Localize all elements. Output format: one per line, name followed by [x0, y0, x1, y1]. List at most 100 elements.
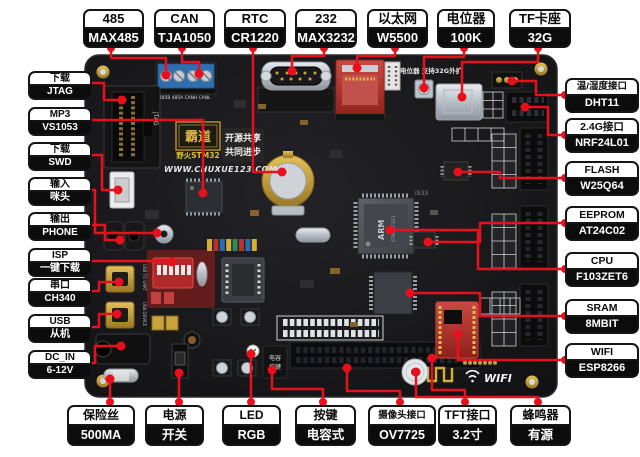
- callout-wifi-value: ESP8266: [567, 361, 637, 376]
- right-header-blocks: [519, 127, 549, 347]
- callout-buzzer: 蜂鸣器有源: [510, 405, 571, 446]
- wifi-silkscreen: WIFI: [484, 372, 512, 385]
- touch-key-silkscreen-2: 按键: [269, 363, 281, 371]
- callout-dc-in-title: DC_IN: [30, 352, 90, 365]
- callout-485-title: 485: [85, 11, 142, 29]
- capacitors: [151, 315, 179, 331]
- callout-232-value: MAX3232: [297, 29, 355, 46]
- sram-chip: [369, 271, 417, 315]
- power-switch: [171, 343, 189, 379]
- screw-terminal-485-can: 485B 485A CANH CANL: [155, 61, 217, 101]
- callout-buzzer-value: 有源: [512, 426, 569, 444]
- callout-isp-title: ISP: [30, 250, 90, 263]
- callout-jtag-title: 下载: [30, 73, 90, 86]
- jtag-connector: JTAG: [103, 85, 161, 169]
- callout-sram-value: 8MBIT: [567, 317, 637, 332]
- terminal-pin-silkscreen: 485B 485A CANH CANL: [159, 95, 211, 101]
- callout-nrf24l01-value: NRF24L01: [567, 136, 637, 151]
- callout-usb-value: 从机: [30, 329, 90, 341]
- callout-eeprom-value: AT24C02: [567, 224, 637, 239]
- callout-phone-out-title: 输出: [30, 214, 90, 227]
- rgb-led: [246, 344, 260, 358]
- callout-dht11-title: 温/湿度接口: [567, 80, 637, 96]
- callout-tf-card-title: TF卡座: [511, 11, 569, 29]
- callout-mic-in-value: 咪头: [30, 192, 90, 204]
- callout-potentiometer-value: 100K: [439, 29, 493, 46]
- callout-power-value: 开关: [147, 426, 202, 444]
- callout-mic-in-title: 输入: [30, 179, 90, 192]
- brand-series-text: 野火STM32: [176, 151, 219, 160]
- cpu-marking-1: ARM: [377, 220, 386, 240]
- rj45-ethernet-jack: [335, 59, 385, 120]
- usb-uart-silkscreen: USB TO UART: [142, 264, 147, 291]
- callout-power: 电源开关: [145, 405, 204, 446]
- usb-device-silkscreen: USB DEVICE: [142, 302, 147, 327]
- callout-uart-title: 串口: [30, 280, 90, 293]
- callout-cpu-title: CPU: [567, 254, 637, 270]
- callout-fuse-value: 500MA: [69, 426, 133, 444]
- dip-socket: [384, 61, 401, 91]
- callout-phone-out-value: PHONE: [30, 227, 90, 239]
- inductor: [183, 331, 201, 349]
- jumper-caps: [207, 239, 257, 251]
- callout-ethernet-value: W5500: [369, 29, 426, 46]
- callout-wifi-title: WIFI: [567, 345, 637, 361]
- callout-mp3-value: VS1053: [30, 122, 90, 134]
- callout-can-value: TJA1050: [156, 29, 213, 46]
- crystal-oscillator: [295, 227, 331, 243]
- brand-text: 霸道: [185, 129, 211, 145]
- pin-label-strip: [276, 315, 384, 341]
- ref-code-silkscreen: iS33: [415, 190, 428, 197]
- callout-led-title: LED: [224, 407, 279, 426]
- swd-connector: [109, 171, 135, 209]
- callout-mic-in: 输入咪头: [28, 177, 92, 206]
- callout-swd-value: SWD: [30, 157, 90, 169]
- tf-card-slot: [435, 83, 483, 121]
- callout-cpu-value: F103ZET6: [567, 270, 637, 285]
- esp8266-module: [435, 301, 479, 359]
- callout-485-value: MAX485: [85, 29, 142, 46]
- callout-isp-value: 一键下载: [30, 263, 90, 275]
- website-silkscreen: WWW.CHUXUE123.COM: [164, 165, 277, 174]
- jtag-silkscreen: JTAG: [152, 111, 159, 126]
- callout-key-title: 按键: [297, 407, 354, 426]
- callout-buzzer-title: 蜂鸣器: [512, 407, 569, 426]
- callout-mp3-title: MP3: [30, 109, 90, 122]
- db9-connector-232: [257, 61, 335, 113]
- push-buttons: [212, 308, 260, 377]
- callout-flash-value: W25Q64: [567, 179, 637, 194]
- callout-tft-value: 3.2寸: [440, 426, 495, 444]
- callout-nrf24l01-title: 2.4G接口: [567, 120, 637, 136]
- callout-sram-title: SRAM: [567, 301, 637, 317]
- cpu-chip: ARM STM32F103: [353, 193, 419, 259]
- dc-jack: [94, 333, 151, 365]
- slogan-line1: 开源共享: [225, 132, 261, 144]
- callout-rtc-title: RTC: [226, 11, 284, 29]
- callout-ethernet-title: 以太网: [369, 11, 426, 29]
- callout-potentiometer-title: 电位器: [439, 11, 493, 29]
- callout-key-value: 电容式: [297, 426, 354, 444]
- brand-plate: 霸道: [175, 121, 221, 151]
- callout-tf-card-value: 32G: [511, 29, 569, 46]
